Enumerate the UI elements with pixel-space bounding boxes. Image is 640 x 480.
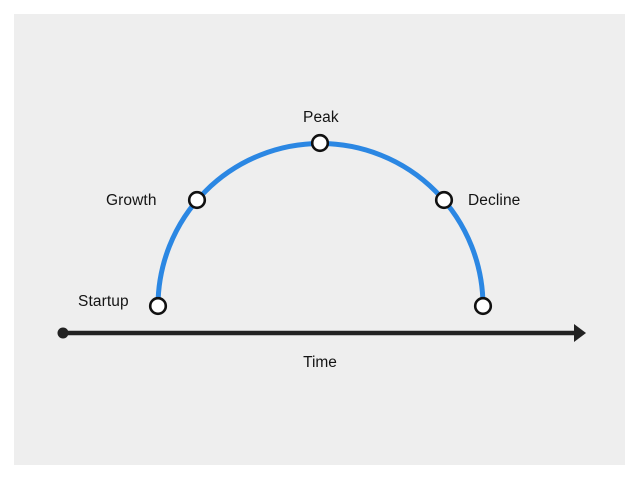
time-axis-origin-dot (57, 327, 69, 339)
stage-marker-end[interactable] (473, 296, 493, 316)
stage-marker-decline[interactable] (434, 190, 454, 210)
time-axis-label: Time (303, 354, 337, 371)
stage-marker-startup[interactable] (148, 296, 168, 316)
lifecycle-curve (155, 141, 486, 309)
diagram-panel-background (14, 14, 625, 465)
stage-label-startup: Startup (78, 293, 129, 310)
stage-label-decline: Decline (468, 192, 521, 209)
time-axis-arrowhead-icon (574, 324, 586, 342)
stage-marker-growth[interactable] (187, 190, 207, 210)
stage-marker-peak[interactable] (310, 133, 330, 153)
stage-label-peak: Peak (303, 109, 339, 126)
stage-label-growth: Growth (106, 192, 157, 209)
